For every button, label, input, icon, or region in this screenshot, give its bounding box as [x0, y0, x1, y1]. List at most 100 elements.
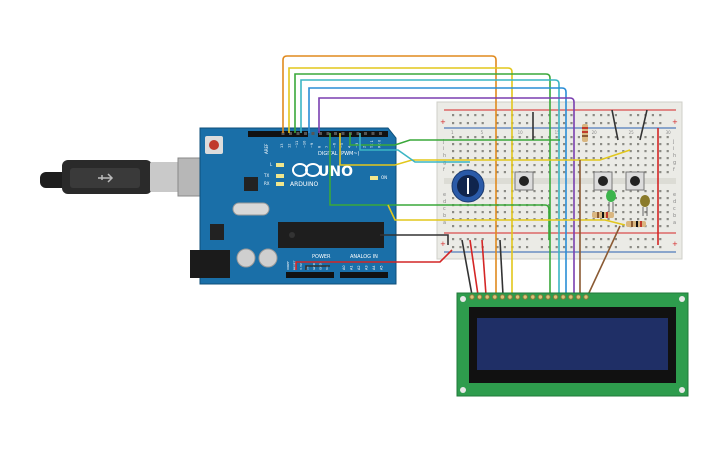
- analog-pin-label: A3: [365, 265, 369, 270]
- resistor-bottom-1: [592, 212, 614, 218]
- aref-label: AREF: [264, 143, 269, 154]
- digital-pin-label: ~6: [333, 143, 337, 148]
- wire-green: [294, 73, 551, 295]
- analog-pin-label: A4: [372, 265, 376, 270]
- wire-green-3: [349, 133, 560, 146]
- wire-yellow-3: [387, 204, 626, 226]
- row-letter: h: [443, 153, 446, 159]
- wire-red-lcd-2: [481, 239, 487, 296]
- resistor-bottom-2: [626, 221, 646, 227]
- wire-black-2: [305, 265, 330, 270]
- wires: [282, 55, 659, 296]
- column-number: 1: [451, 130, 454, 135]
- wire-blue: [308, 87, 567, 295]
- wire-yellow-1: [288, 67, 513, 295]
- wire-teal-top: [300, 79, 560, 295]
- analog-header: [340, 272, 388, 278]
- lcd-pin: [484, 294, 490, 300]
- resistor-top: [582, 124, 588, 142]
- lcd-pin: [583, 294, 589, 300]
- wire-black-rail-2: [611, 109, 619, 141]
- pushbutton-3: [625, 171, 645, 191]
- row-letter: b: [673, 213, 676, 219]
- wire-black-3: [499, 239, 504, 296]
- column-number: 5: [481, 130, 484, 135]
- column-number: 10: [518, 130, 524, 135]
- board-name: UNO: [318, 164, 353, 180]
- lcd-pin: [537, 294, 544, 300]
- rx-label: RX: [264, 181, 270, 186]
- digital-pin: [289, 132, 292, 135]
- lcd-pin: [575, 294, 582, 300]
- lcd-display-16x2: [456, 292, 689, 397]
- digital-pin-label: 4: [348, 145, 352, 148]
- digital-pin: [364, 132, 367, 135]
- yellow-led: [640, 195, 650, 216]
- digital-pin-label: RX 0: [378, 140, 382, 148]
- lcd-pin: [568, 294, 574, 300]
- lcd-pins: [469, 294, 589, 300]
- digital-pin: [379, 132, 382, 135]
- row-letter: f: [673, 167, 675, 173]
- usb-icon: [98, 173, 114, 183]
- digital-pin-label: 2: [363, 146, 367, 148]
- row-letter: c: [443, 206, 446, 212]
- atmega-chip: [278, 222, 384, 248]
- wire-black-lcd: [461, 239, 473, 296]
- power-pin-label: RESET: [293, 260, 297, 270]
- lcd-pin: [492, 294, 498, 300]
- lcd-pin: [560, 294, 566, 300]
- lcd-pin: [552, 294, 559, 300]
- row-letter: a: [443, 220, 446, 226]
- row-letter: f: [443, 167, 445, 173]
- digital-pin: [356, 132, 360, 135]
- digital-pin: [304, 132, 307, 135]
- lcd-pin: [545, 294, 551, 300]
- digital-pin: [334, 132, 337, 135]
- lcd-screen: [477, 318, 668, 370]
- column-number: 20: [592, 130, 598, 135]
- crystal: [232, 202, 270, 216]
- wire-red-lcd-1: [469, 239, 479, 296]
- digital-header-right: [318, 131, 388, 137]
- row-letter: e: [673, 192, 676, 198]
- center-channel: [444, 178, 676, 184]
- wire-black-gnd: [380, 234, 449, 245]
- led-l-label: L: [270, 162, 273, 167]
- green-led: [606, 190, 616, 212]
- wire-orange: [282, 55, 497, 295]
- pushbutton-2: [593, 171, 613, 191]
- lcd-pin: [514, 294, 521, 300]
- row-letter: i: [443, 146, 444, 152]
- digital-pin: [341, 132, 345, 135]
- digital-pin: [371, 132, 375, 135]
- arduino-infinity-logo: [292, 163, 321, 177]
- digital-pin: [311, 132, 315, 135]
- lcd-pin: [499, 294, 506, 300]
- power-label: POWER: [312, 254, 331, 260]
- usb-chip: [244, 177, 258, 191]
- wire-teal-2: [359, 133, 470, 163]
- row-letter: i: [673, 146, 674, 152]
- column-number: 15: [555, 130, 561, 135]
- power-header: [286, 272, 334, 278]
- row-letter: h: [673, 153, 676, 159]
- row-letter: a: [673, 220, 676, 226]
- digital-pin-label: 7: [325, 146, 329, 148]
- digital-pin: [281, 132, 285, 135]
- row-letter: d: [443, 199, 446, 205]
- lcd-pin: [522, 294, 528, 300]
- column-number: 25: [629, 130, 635, 135]
- analog-label: ANALOG IN: [350, 254, 378, 260]
- digital-pin-label: 13: [280, 144, 284, 148]
- row-letter: g: [673, 160, 676, 166]
- lcd-pin: [469, 294, 475, 300]
- lcd-pin: [530, 294, 536, 300]
- lcd-pin: [507, 294, 513, 300]
- digital-pin-label: ~10: [303, 141, 307, 148]
- power-pin-label: 3.3V: [299, 262, 303, 270]
- row-letter: g: [443, 160, 446, 166]
